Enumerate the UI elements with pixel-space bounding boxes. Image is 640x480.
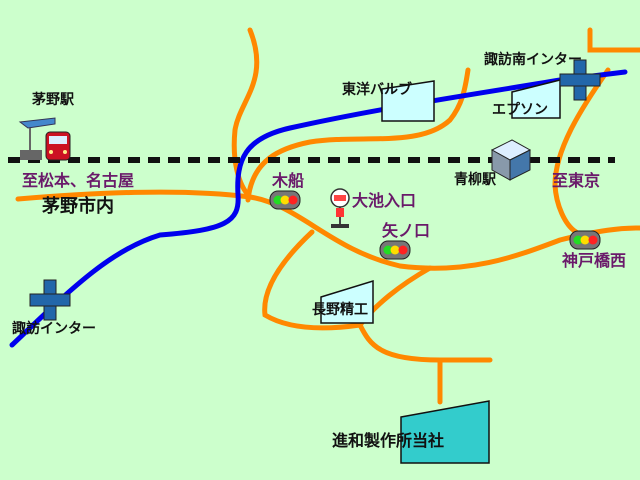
kifune-traffic-light-icon: [269, 190, 301, 210]
kobe-bashi-west-label: 神戸橋西: [562, 251, 627, 270]
aoyagi-station-building-icon: [490, 139, 532, 181]
chino-city-label: 茅野市内: [42, 196, 114, 217]
to-matsumoto-nagoya-label: 至松本、名古屋: [22, 171, 135, 190]
toyo-valve-building-icon: [381, 80, 435, 122]
road-northeast: [587, 27, 640, 53]
toyo-valve-label: 東洋バルブ: [342, 82, 412, 98]
oike-iriguchi-label: 大池入口: [352, 191, 417, 210]
oike-bus-stop-icon: [330, 188, 350, 228]
road-southwest-branch: [262, 229, 363, 331]
kifune-label: 木船: [272, 171, 305, 190]
road-main-east-west: [15, 189, 640, 271]
epson-building-icon: [511, 79, 561, 119]
nagano-seiko-label: 長野精工: [312, 302, 368, 318]
chino-station-label: 茅野駅: [32, 92, 74, 108]
nagano-seiko-building-icon: [320, 279, 374, 324]
suwa-minami-ic-interchange-icon: [559, 59, 601, 101]
chino-station-train-icon: [18, 117, 71, 161]
yanokuchi-label: 矢ノ口: [382, 221, 431, 240]
head-office-label: 進和製作所当社: [332, 431, 445, 450]
epson-label: エプソン: [492, 102, 548, 118]
to-tokyo-label: 至東京: [552, 171, 601, 190]
yanokuchi-traffic-light-icon: [379, 240, 411, 260]
suwa-ic-label: 諏訪インター: [12, 321, 96, 337]
suwa-minami-ic-label: 諏訪南インター: [484, 52, 582, 68]
aoyagi-station-label: 青柳駅: [454, 172, 496, 188]
kobe-bashi-west-traffic-light-icon: [569, 230, 601, 250]
road-east-branch: [552, 67, 611, 235]
head-office-building-icon: [400, 400, 490, 464]
suwa-ic-interchange-icon: [29, 279, 71, 321]
road-south-branch: [357, 265, 493, 363]
